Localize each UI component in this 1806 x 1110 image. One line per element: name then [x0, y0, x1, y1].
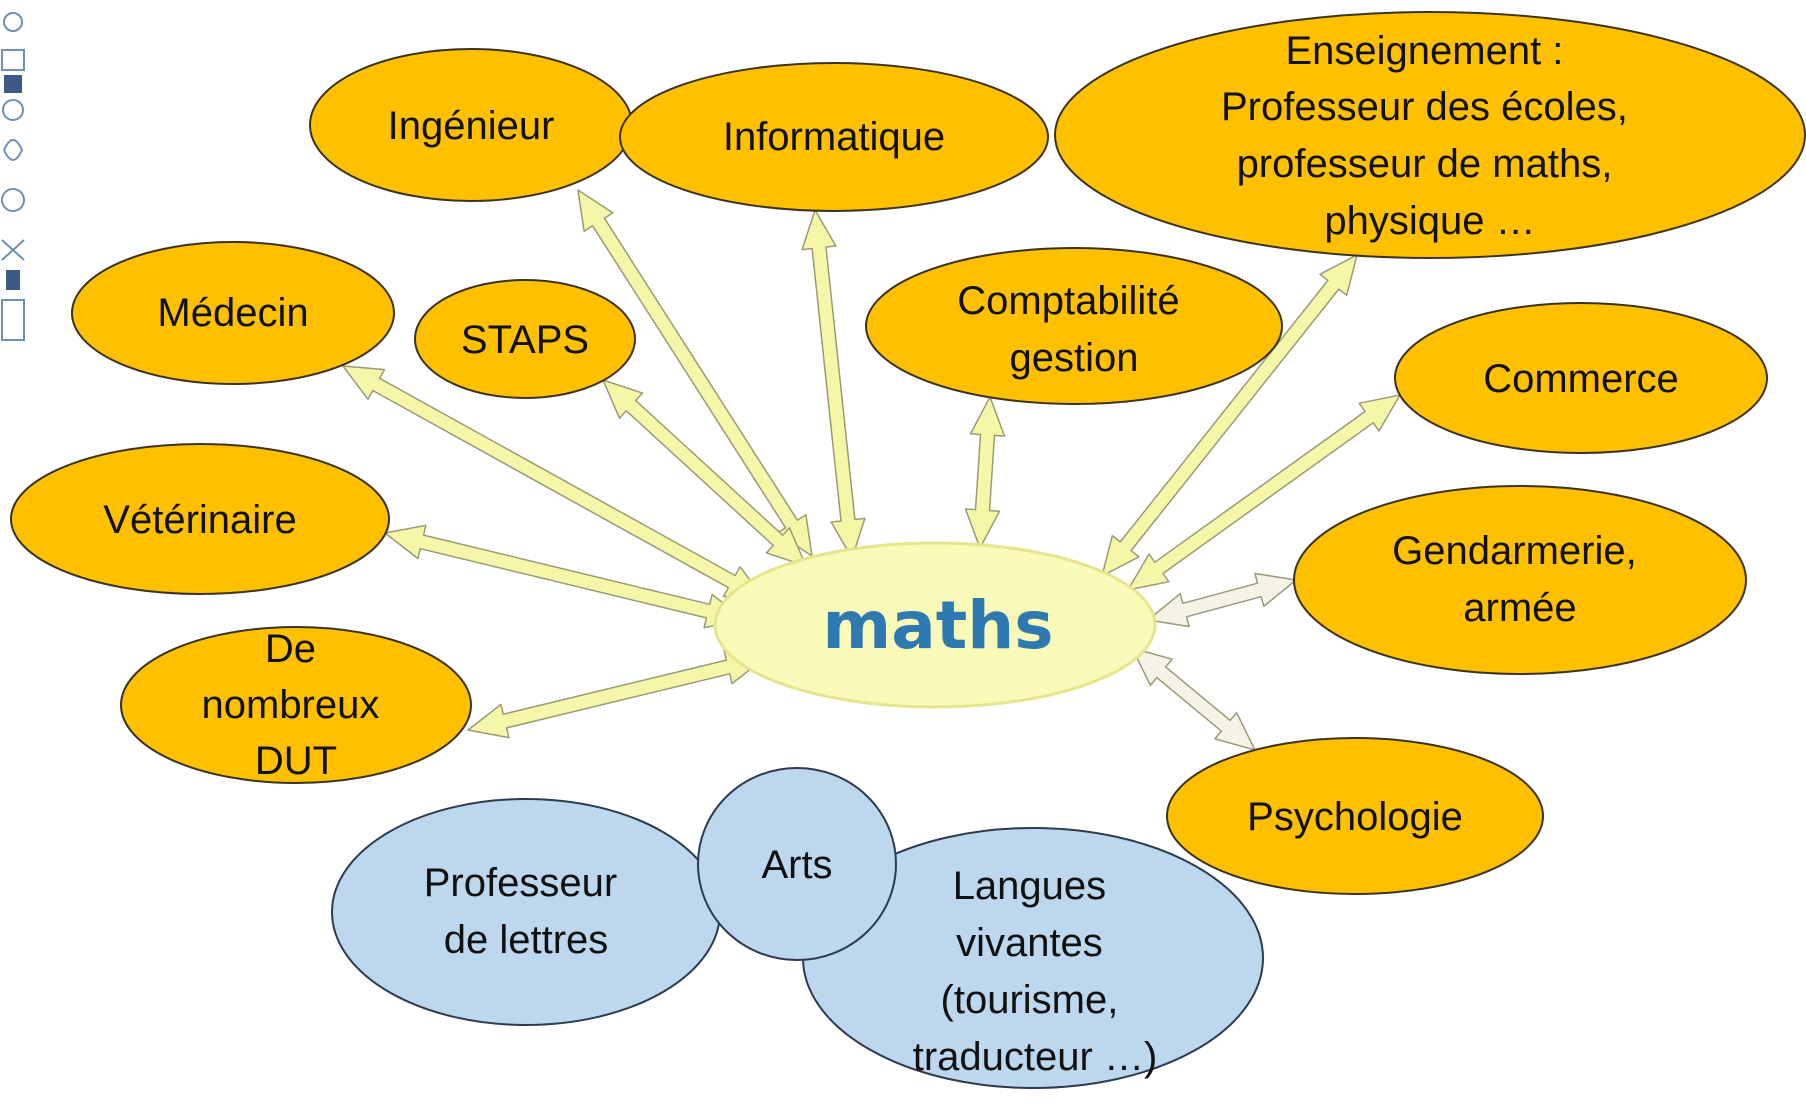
node-veterinaire-label: Vétérinaire	[103, 498, 296, 542]
arrow-medecin	[342, 365, 766, 601]
node-medecin[interactable]: Médecin	[71, 241, 395, 385]
node-dut-label: De nombreux DUT	[202, 627, 391, 783]
arrow-veterinaire	[384, 524, 746, 629]
node-staps[interactable]: STAPS	[414, 279, 636, 399]
maths-center-label: maths	[822, 587, 1053, 664]
node-enseignement-label: Enseignement : Professeur des écoles, pr…	[1221, 29, 1639, 243]
maths-center-ellipse	[713, 541, 1157, 709]
node-informatique-label: Informatique	[723, 115, 945, 159]
node-dut[interactable]: De nombreux DUT	[120, 626, 472, 784]
node-enseignement[interactable]: Enseignement : Professeur des écoles, pr…	[1054, 11, 1806, 259]
arrow-staps	[602, 379, 807, 567]
node-ingenieur-label: Ingénieur	[388, 104, 555, 148]
node-veterinaire[interactable]: Vétérinaire	[10, 443, 390, 595]
node-arts[interactable]: Arts	[697, 767, 897, 961]
node-gendarmerie-label: Gendarmerie, armée	[1392, 529, 1648, 630]
node-comptabilite[interactable]: Comptabilité gestion	[865, 247, 1283, 405]
node-professeur-lettres-label: Professeur de lettres	[424, 861, 629, 962]
arrow-informatique	[801, 209, 866, 559]
node-ingenieur[interactable]: Ingénieur	[309, 48, 633, 202]
arrows-layer	[342, 189, 1401, 751]
node-langues-label: Langues vivantes (tourisme, traducteur ……	[913, 864, 1158, 1079]
logo-strip	[0, 0, 26, 360]
node-langues[interactable]: Langues vivantes (tourisme, traducteur ……	[802, 827, 1264, 1089]
node-comptabilite-label: Comptabilité gestion	[957, 279, 1190, 380]
node-commerce[interactable]: Commerce	[1394, 302, 1768, 454]
node-staps-label: STAPS	[461, 318, 589, 362]
node-arts-label: Arts	[761, 843, 832, 887]
center-layer: maths	[713, 541, 1157, 709]
node-medecin-label: Médecin	[157, 291, 308, 335]
node-professeur-lettres[interactable]: Professeur de lettres	[331, 798, 721, 1026]
node-commerce-label: Commerce	[1483, 357, 1679, 401]
arrow-gendarmerie	[1147, 572, 1297, 628]
arrow-comptabilite	[964, 396, 1006, 549]
node-gendarmerie[interactable]: Gendarmerie, armée	[1293, 485, 1747, 675]
node-informatique[interactable]: Informatique	[619, 62, 1049, 212]
node-psychologie[interactable]: Psychologie	[1166, 737, 1544, 895]
arrow-dut	[467, 649, 766, 739]
arrow-psychologie	[1131, 647, 1256, 751]
node-psychologie-label: Psychologie	[1247, 795, 1463, 839]
